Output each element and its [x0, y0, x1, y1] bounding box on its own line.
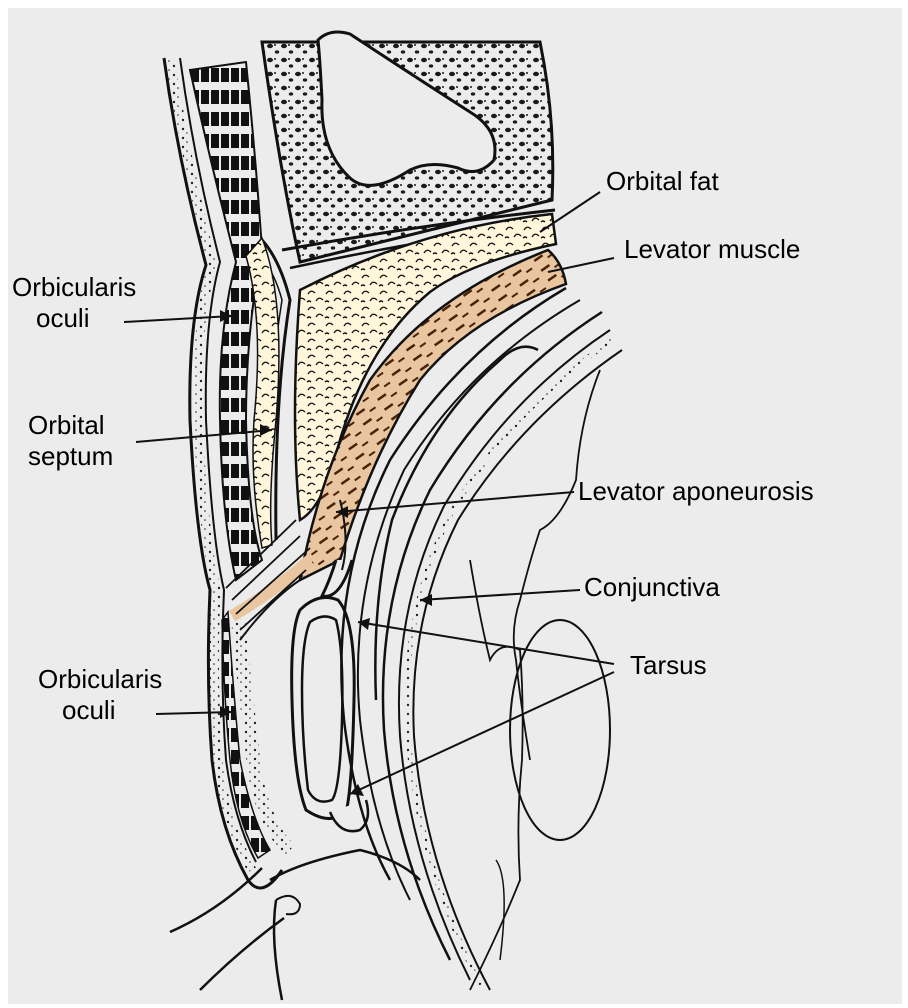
leader-levator-muscle [547, 257, 615, 273]
label-levator-muscle: Levator muscle [624, 234, 801, 264]
label-orbicularis-lower-line1: Orbicularis [38, 664, 163, 694]
conjunctiva-and-globe [340, 286, 623, 991]
label-orbicularis-oculi-upper: Orbicularis oculi [12, 272, 136, 334]
label-orbicularis-oculi-lower: Orbicularis oculi [38, 664, 162, 726]
label-orbital-septum-line1: Orbital [28, 410, 105, 440]
orbital-fat [293, 212, 558, 523]
label-orbicularis-upper-line2: oculi [36, 303, 90, 333]
leader-orbital-septum [135, 429, 273, 443]
label-conjunctiva: Conjunctiva [584, 572, 720, 602]
leader-orbicularis-lower [155, 711, 233, 715]
orbital-rim-bone [260, 30, 556, 270]
leader-orbicularis-upper [123, 315, 233, 323]
leader-orbital-fat [539, 191, 601, 233]
leader-lines [123, 191, 615, 796]
leader-conjunctiva [419, 589, 581, 601]
label-orbital-septum: Orbital septum [28, 410, 113, 472]
label-tarsus: Tarsus [630, 650, 707, 680]
eyelid-skin [162, 57, 284, 890]
orbital-septum [245, 236, 292, 549]
levator-aponeurosis [319, 499, 354, 598]
label-orbital-fat: Orbital fat [606, 166, 719, 196]
levator-muscle [225, 248, 568, 641]
leader-levator-aponeurosis [335, 491, 575, 513]
label-orbital-septum-line2: septum [28, 441, 114, 471]
label-orbicularis-upper-line1: Orbicularis [12, 272, 137, 302]
leader-tarsus-lower [349, 671, 615, 795]
label-levator-aponeurosis: Levator aponeurosis [578, 476, 814, 506]
leader-tarsus-upper [357, 621, 615, 665]
cornea-and-lens [469, 369, 611, 991]
label-orbicularis-lower-line2: oculi [62, 695, 116, 725]
tarsus [290, 596, 370, 833]
lower-eyelid [169, 848, 421, 1001]
